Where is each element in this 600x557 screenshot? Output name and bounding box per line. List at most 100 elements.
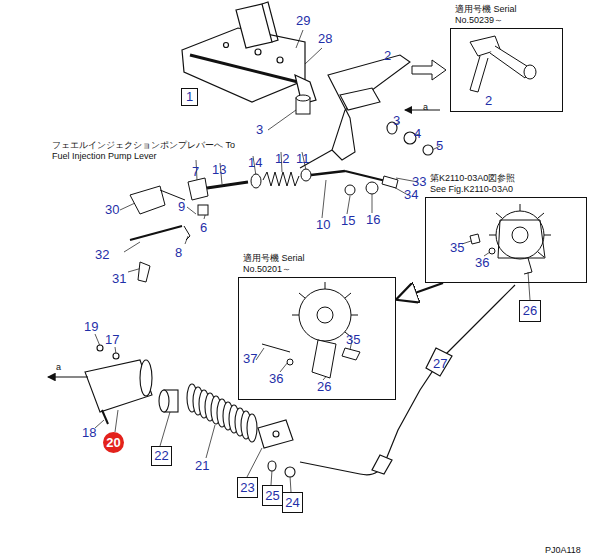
leader-line [120,203,135,210]
pump-lever-parts [138,262,150,282]
leader-line [95,30,530,492]
part-2-lever [423,145,433,155]
callout-number: 10 [316,218,330,232]
callout-number: 7 [192,165,199,179]
inset-governor-late [292,282,358,337]
callout-number: 2 [384,49,391,63]
callout-number: 14 [248,156,262,170]
leader-line [347,196,350,214]
callout-number: 29 [296,14,310,28]
inset-governor-late [287,359,293,365]
part-1-bracket [262,2,278,42]
callout-number: 35 [450,241,464,255]
inset-governor [489,248,495,254]
part-1-bracket [236,4,272,48]
callout-box: 26 [519,300,541,322]
callout-number: 26 [317,380,331,394]
leader-line [322,180,326,218]
callout-number: 9 [178,200,185,214]
cylinder-assembly [268,461,276,471]
cylinder-assembly [159,390,169,412]
part-1-bracket [224,43,229,48]
leader-line [271,470,272,485]
rod-linkage [188,178,208,200]
cylinder-assembly [258,420,293,448]
inset-heading: 第K2110-03A0図参照 See Fig.K2110-03A0 [430,173,530,195]
cylinder-assembly [247,414,257,442]
pump-lever-parts [198,205,208,215]
callout-box: 22 [151,446,172,466]
callout-number: 37 [243,352,257,366]
leader-line [187,207,196,214]
cylinder-assembly [140,360,152,396]
note-text: PJ0A118 [545,545,581,556]
part-2-lever [328,55,410,160]
note-text: a [56,362,61,373]
callout-number: 24 [285,496,299,510]
control-cable [372,455,392,474]
part-1-bracket [255,49,261,55]
part-3-bushing [296,95,310,101]
part-1-bracket [277,57,283,63]
inset-governor [470,204,551,274]
cylinder-assembly [113,353,119,359]
callout-number: 4 [414,127,421,141]
inset-governor [496,211,544,259]
callout-number: 8 [175,246,182,260]
inset-lever [524,65,536,79]
note-text: フェエルインジェクションポンプレバーへ To Fuel Injection Pu… [52,140,242,162]
callout-number: 23 [240,481,254,495]
inset-heading: 適用号機 Serial No.50239～ [455,4,555,26]
leader-line [372,194,373,213]
cylinder-assembly [102,410,108,424]
callout-box: 24 [282,492,303,513]
cylinder-assembly [48,345,295,477]
callout-number: 17 [105,333,119,347]
inset-governor-late [342,348,360,360]
callout-number: 36 [269,372,283,386]
rod-linkage [301,169,311,181]
inset-heading: 適用号機 Serial No.50201～ [243,253,343,275]
inset-governor-late [262,282,360,378]
leader-line [115,410,118,432]
rod-linkage [251,174,261,188]
part-1-bracket [295,75,316,104]
pump-lever-parts [160,190,185,200]
pump-lever-parts [184,226,190,240]
inset-governor-late [299,289,351,341]
inset-governor-late [262,344,290,352]
leader-line [280,362,288,372]
callout-number: 31 [112,272,126,286]
callout-number: 15 [341,214,355,228]
inset-governor [470,234,480,244]
part-1-bracket [182,2,316,104]
highlight-circle: 20 [103,432,124,453]
callout-number: 30 [105,203,119,217]
callout-box: 1 [181,88,198,106]
leader-line [296,30,303,48]
rod-linkage [366,182,378,194]
part-1-bracket [190,55,298,82]
leader-line [247,448,262,477]
rod-linkage [263,172,299,186]
callout-number: 19 [84,320,98,334]
reference-arrow [405,110,440,111]
callout-number: 32 [95,248,109,262]
inset-lever [470,56,488,92]
callout-number: 22 [154,449,168,463]
pump-lever-parts [130,186,208,282]
pump-lever-parts [130,186,165,214]
callout-number: 6 [200,221,207,235]
callout-number: 3 [393,114,400,128]
callout-number: 20 [106,436,120,450]
inset-governor [489,204,551,257]
leader-line [160,412,170,446]
callout-number: 1 [186,90,193,104]
rod-linkage [207,182,248,188]
cylinder-assembly [273,431,279,437]
control-cable [300,285,515,475]
inset-frame: 適用号機 Serial No.50239～ [450,28,563,112]
cylinder-assembly [48,376,88,377]
part-3-bushing [296,95,310,114]
